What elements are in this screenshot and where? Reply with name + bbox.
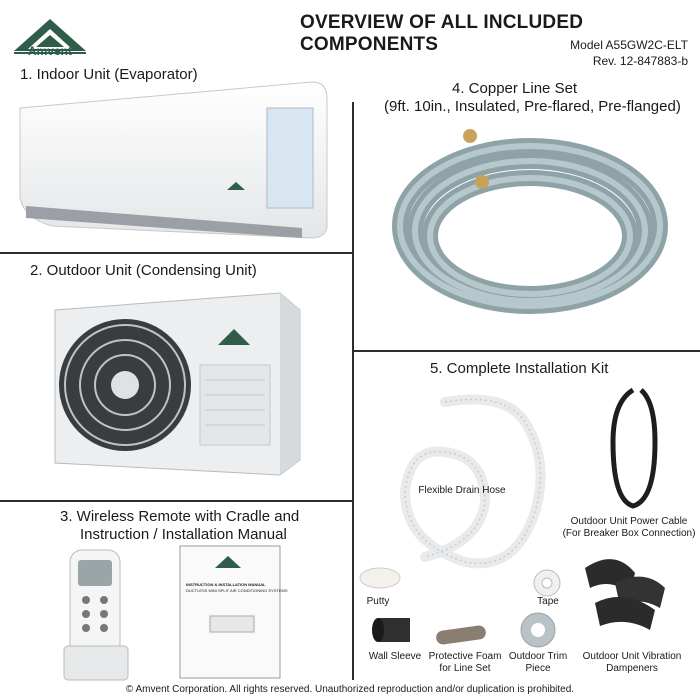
vibration-dampeners-label-line2: Dampeners: [606, 663, 658, 674]
section-copper-label-line1: 4. Copper Line Set: [452, 80, 578, 97]
power-cable-label-line2: (For Breaker Box Connection): [562, 528, 696, 539]
section-kit-label: 5. Complete Installation Kit: [430, 360, 609, 377]
outdoor-trim-piece-image: [520, 612, 556, 648]
power-cable-image: [610, 387, 658, 509]
outdoor-trim-label-line1: Outdoor Trim: [508, 651, 568, 662]
wall-sleeve-label: Wall Sleeve: [368, 651, 422, 662]
section-indoor-label: 1. Indoor Unit (Evaporator): [20, 66, 198, 83]
putty-label: Putty: [366, 596, 390, 607]
section-outdoor-label: 2. Outdoor Unit (Condensing Unit): [30, 262, 257, 279]
tape-label: Tape: [537, 596, 559, 607]
section-remote-label-line2: Instruction / Installation Manual: [80, 526, 287, 543]
outdoor-unit-image: [54, 292, 301, 476]
model-number: Model A55GW2C-ELT: [570, 38, 688, 52]
installation-manual-image: [179, 545, 281, 679]
protective-foam-label-line2: for Line Set: [439, 663, 491, 674]
outdoor-trim-label-line2: Piece: [525, 663, 551, 674]
manual-title-line1: INSTRUCTION & INSTALLATION MANUAL: [186, 582, 266, 587]
power-cable-label-line1: Outdoor Unit Power Cable: [570, 516, 688, 527]
vibration-dampeners-image: [585, 559, 665, 630]
section-copper-label-line2: (9ft. 10in., Insulated, Pre-flared, Pre-…: [384, 98, 681, 115]
remote-control-image: [63, 549, 129, 681]
copper-line-set-image: [392, 129, 668, 314]
vibration-dampeners-label-line1: Outdoor Unit Vibration: [582, 651, 682, 662]
section-remote-label-line1: 3. Wireless Remote with Cradle and: [60, 508, 300, 525]
wall-sleeve-image: [372, 618, 410, 642]
putty-image: [359, 567, 401, 589]
manual-title-line2: DUCTLESS MINI SPLIT AIR CONDITIONING SYS…: [186, 588, 288, 593]
vertical-divider-top: [352, 102, 354, 252]
horizontal-divider-right: [352, 350, 700, 352]
horizontal-divider-left-bottom: [0, 500, 354, 502]
amvent-logo-icon: [14, 19, 86, 54]
indoor-unit-image: [19, 81, 328, 239]
tape-image: [533, 569, 561, 597]
protective-foam-image: [436, 625, 486, 645]
protective-foam-label-line1: Protective Foam: [428, 651, 502, 662]
drain-hose-label: Flexible Drain Hose: [418, 485, 506, 496]
revision-number: Rev. 12-847883-b: [592, 54, 688, 68]
drain-hose-image: [399, 394, 546, 569]
horizontal-divider-left-top: [0, 252, 354, 254]
page-title: OVERVIEW OF ALL INCLUDED COMPONENTS: [300, 12, 584, 55]
vertical-divider-mid: [352, 252, 354, 352]
vertical-divider-bottom: [352, 350, 354, 680]
copyright-footer: © Amvent Corporation. All rights reserve…: [125, 684, 575, 695]
brand-name: Amvent: [27, 44, 72, 58]
